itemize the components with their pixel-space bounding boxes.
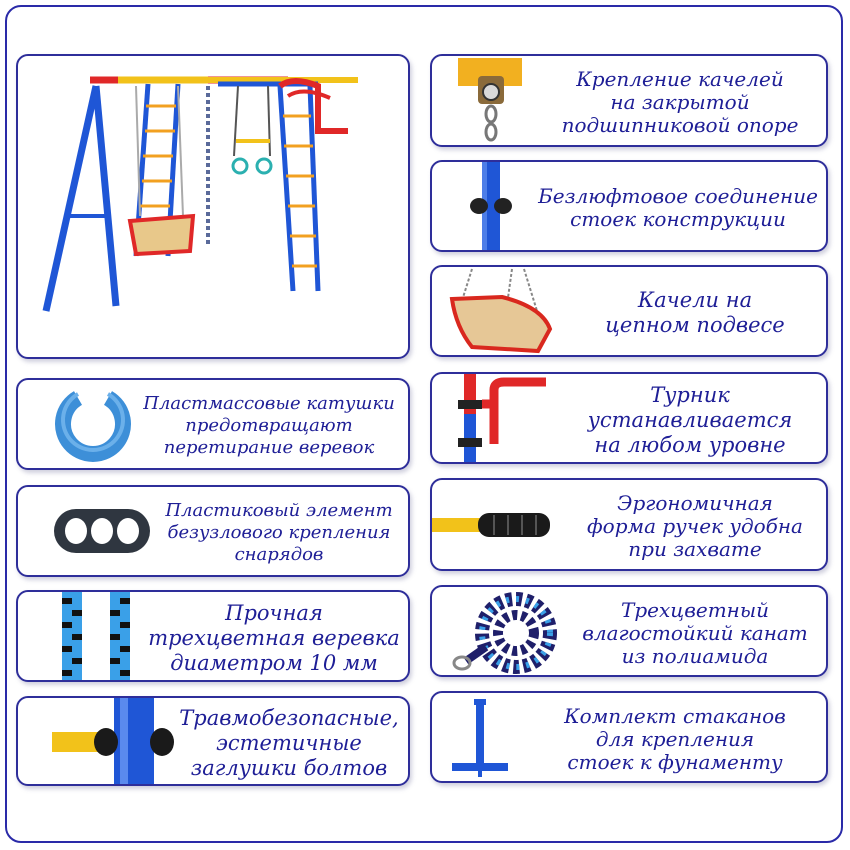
feature-line: при захвате xyxy=(628,537,762,561)
feature-line: влагостойкий канат xyxy=(582,620,808,645)
feature-card-rope: Прочная трехцветная веревка диаметром 10… xyxy=(16,590,410,682)
feature-line: устанавливается xyxy=(587,407,793,432)
chain-swing-icon xyxy=(449,268,553,354)
feature-line: Пластиковый элемент xyxy=(165,500,393,521)
feature-line: подшипниковой опоре xyxy=(561,113,799,137)
feature-line: Комплект стаканов xyxy=(564,703,786,728)
feature-card-knotless: Пластиковый элемент безузлового креплени… xyxy=(16,485,410,577)
knotless-plate-icon xyxy=(54,509,150,553)
outer-frame xyxy=(5,5,843,843)
feature-line: Травмобезопасные, xyxy=(179,705,399,730)
feature-line: безузлового крепления xyxy=(167,522,391,543)
plastic-spool-icon xyxy=(55,391,131,462)
feature-line: Пластмассовые катушки xyxy=(143,393,395,414)
feature-card-bar: Турник устанавливается на любом уровне xyxy=(430,372,828,464)
feature-line: Прочная xyxy=(225,600,323,625)
coiled-rope-icon xyxy=(452,592,557,674)
feature-line: снарядов xyxy=(234,544,324,565)
feature-card-climb-rope: Трехцветный влагостойкий канат из полиам… xyxy=(430,585,828,677)
feature-line: эстетичные xyxy=(216,730,362,755)
feature-card-cups: Комплект стаканов для крепления стоек к … xyxy=(430,691,828,783)
feature-card-caps: Травмобезопасные, эстетичные заглушки бо… xyxy=(16,696,410,786)
feature-card-swing-mount: Крепление качелей на закрытой подшипнико… xyxy=(430,54,828,147)
pole-joint-icon xyxy=(470,162,512,250)
playground-complex-icon xyxy=(42,76,358,312)
pull-up-bar-icon xyxy=(458,374,546,462)
feature-line: Безлюфтовое соединение xyxy=(538,184,818,208)
feature-line: перетирание веревок xyxy=(163,437,375,458)
feature-line: на любом уровне xyxy=(594,432,786,457)
feature-line: предотвращают xyxy=(185,415,353,436)
feature-line: Эргономичная xyxy=(617,491,773,515)
feature-line: заглушки болтов xyxy=(190,755,388,780)
feature-line: для крепления xyxy=(595,726,755,751)
feature-line: из полиамида xyxy=(621,643,769,668)
feature-card-chain-swing: Качели на цепном подвесе xyxy=(430,265,828,357)
braided-rope-icon xyxy=(62,592,130,680)
bolt-cap-icon xyxy=(52,698,174,784)
feature-line: Крепление качелей xyxy=(576,67,784,91)
feature-line: на закрытой xyxy=(610,90,750,114)
feature-card-joint: Безлюфтовое соединение стоек конструкции xyxy=(430,160,828,252)
feature-line: Турник xyxy=(650,382,730,407)
ground-cup-icon xyxy=(452,699,508,777)
feature-line: Трехцветный xyxy=(621,597,769,622)
feature-card-spools: Пластмассовые катушки предотвращают пере… xyxy=(16,378,410,470)
feature-line: стоек к фунаменту xyxy=(567,749,783,774)
feature-line: форма ручек удобна xyxy=(587,514,803,538)
feature-line: диаметром 10 мм xyxy=(170,650,378,675)
product-photo-card xyxy=(16,54,410,359)
bearing-mount-icon xyxy=(458,58,522,142)
feature-line: стоек конструкции xyxy=(570,207,786,231)
handle-grip-icon xyxy=(432,513,550,537)
feature-line: трехцветная веревка xyxy=(148,625,400,650)
feature-line: цепном подвесе xyxy=(605,313,785,337)
feature-card-grips: Эргономичная форма ручек удобна при захв… xyxy=(430,478,828,571)
feature-line: Качели на xyxy=(637,288,753,312)
